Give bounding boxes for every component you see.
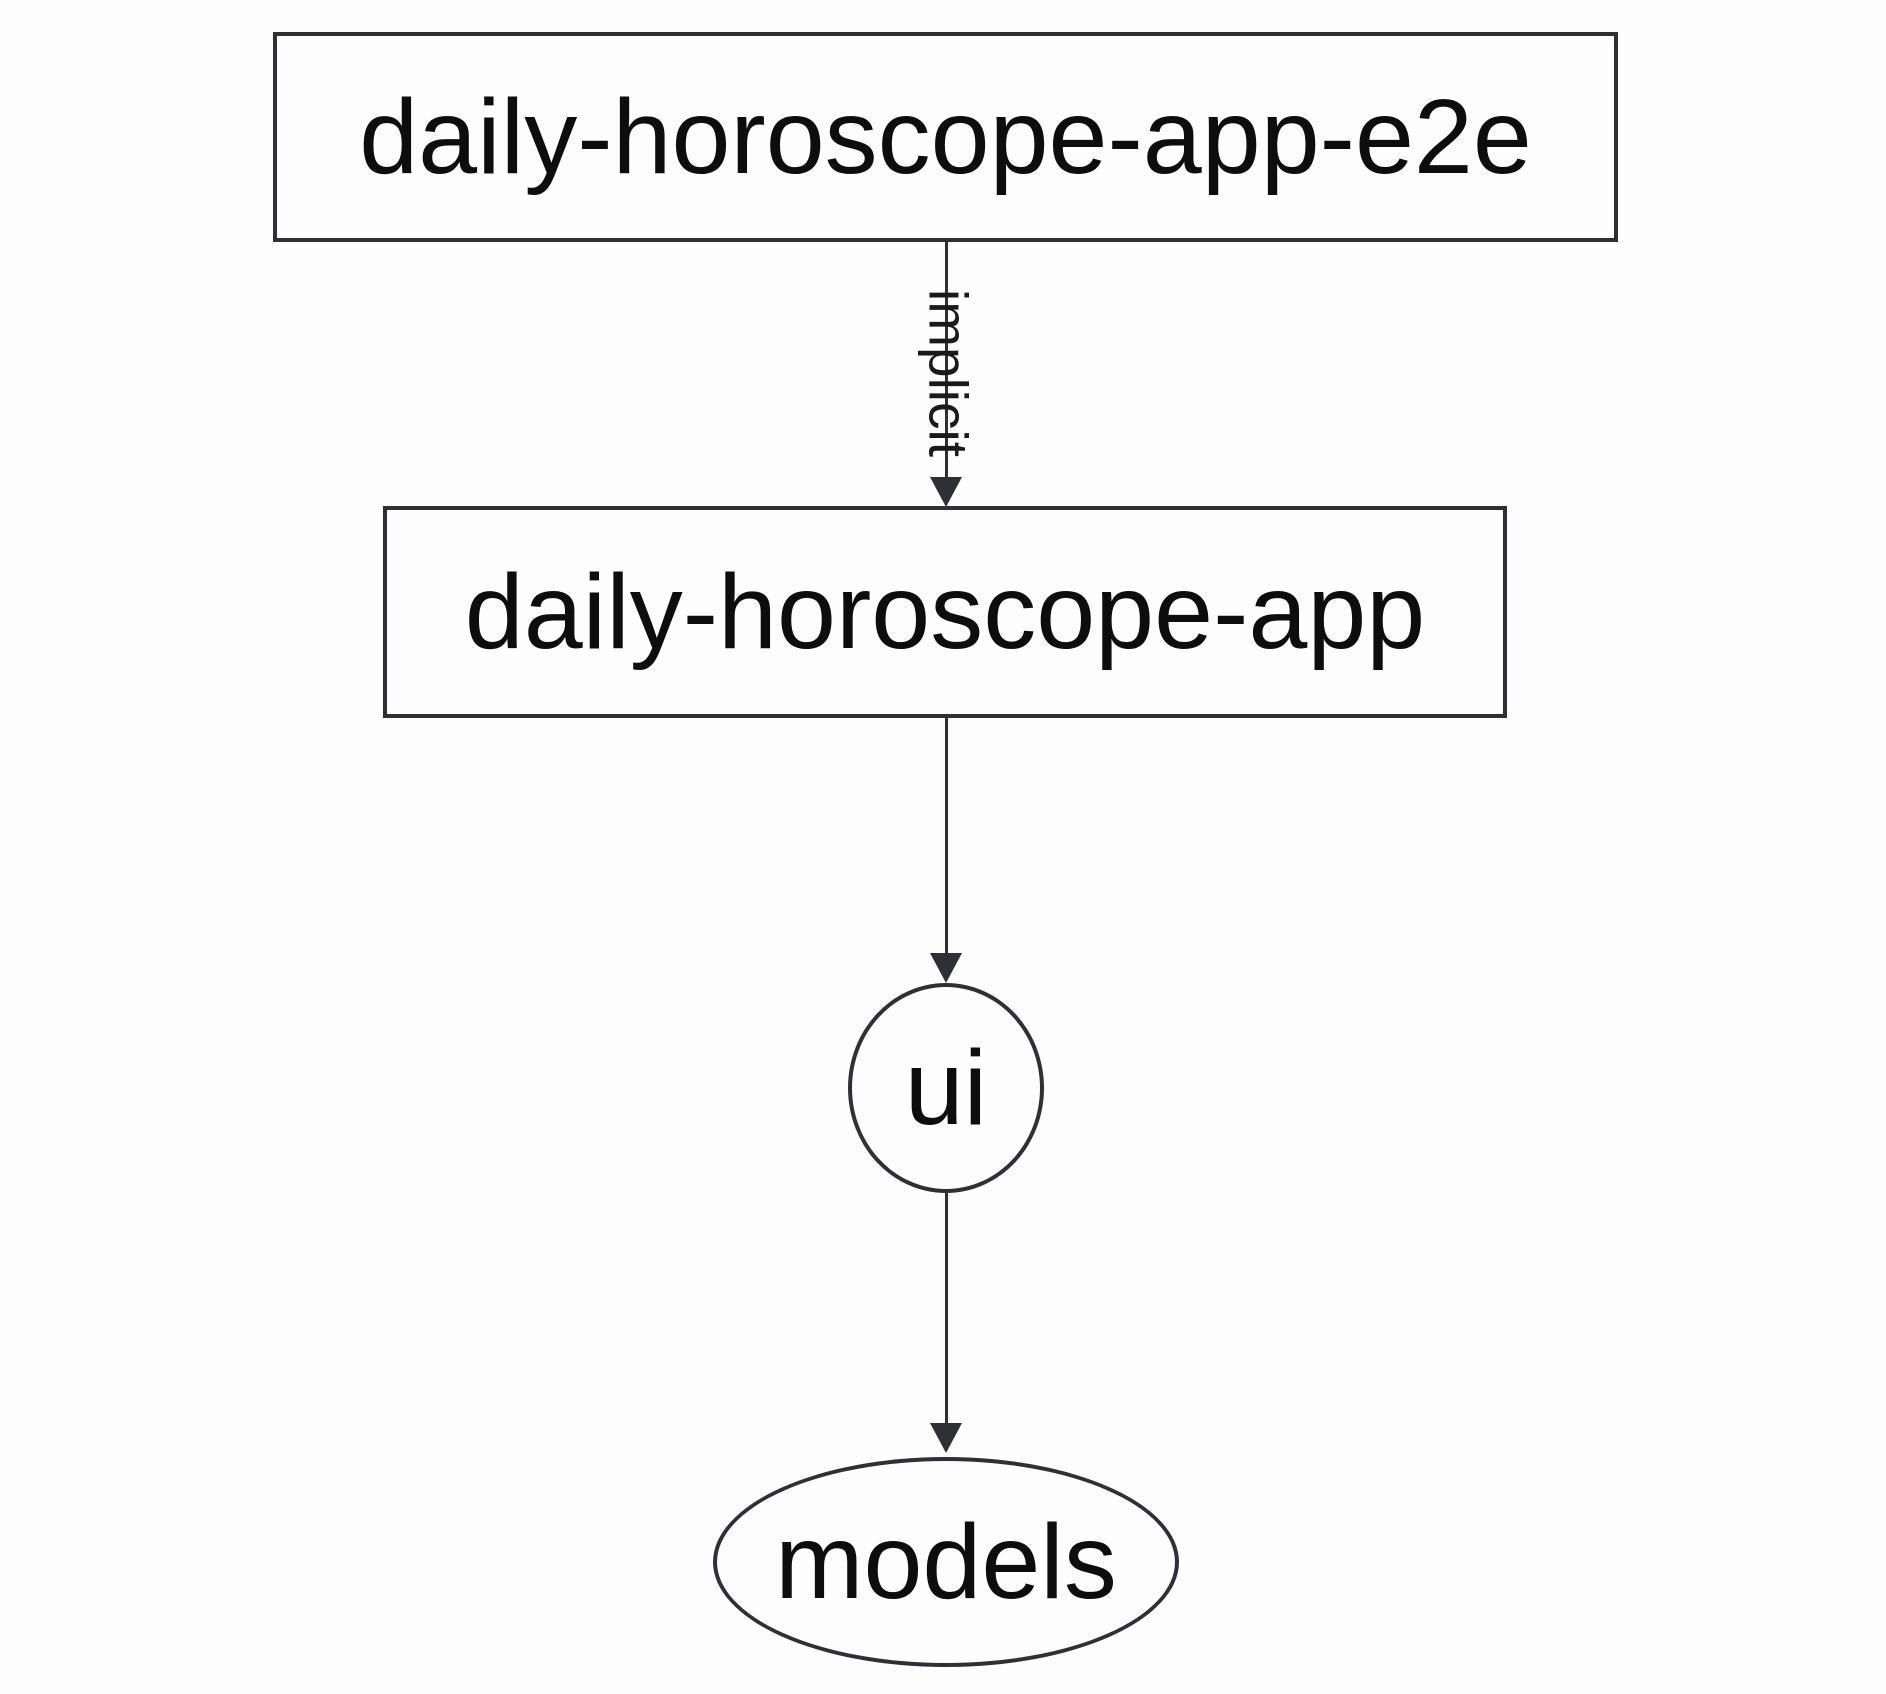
edge-arrowhead-icon [930,953,962,983]
node-ui[interactable]: ui [848,983,1044,1193]
edge-app-to-ui [945,718,948,956]
node-models[interactable]: models [713,1457,1179,1667]
node-label: models [775,1503,1117,1621]
node-label: daily-horoscope-app [464,553,1426,671]
edge-arrowhead-icon [930,1423,962,1453]
node-daily-horoscope-app[interactable]: daily-horoscope-app [383,506,1507,718]
edge-label-implicit: implicit [917,288,980,458]
node-label: daily-horoscope-app-e2e [359,78,1532,196]
node-daily-horoscope-app-e2e[interactable]: daily-horoscope-app-e2e [273,32,1618,242]
edge-ui-to-models [945,1193,948,1426]
edge-arrowhead-icon [930,477,962,507]
node-label: ui [904,1029,988,1147]
edge-e2e-to-app [945,242,948,480]
